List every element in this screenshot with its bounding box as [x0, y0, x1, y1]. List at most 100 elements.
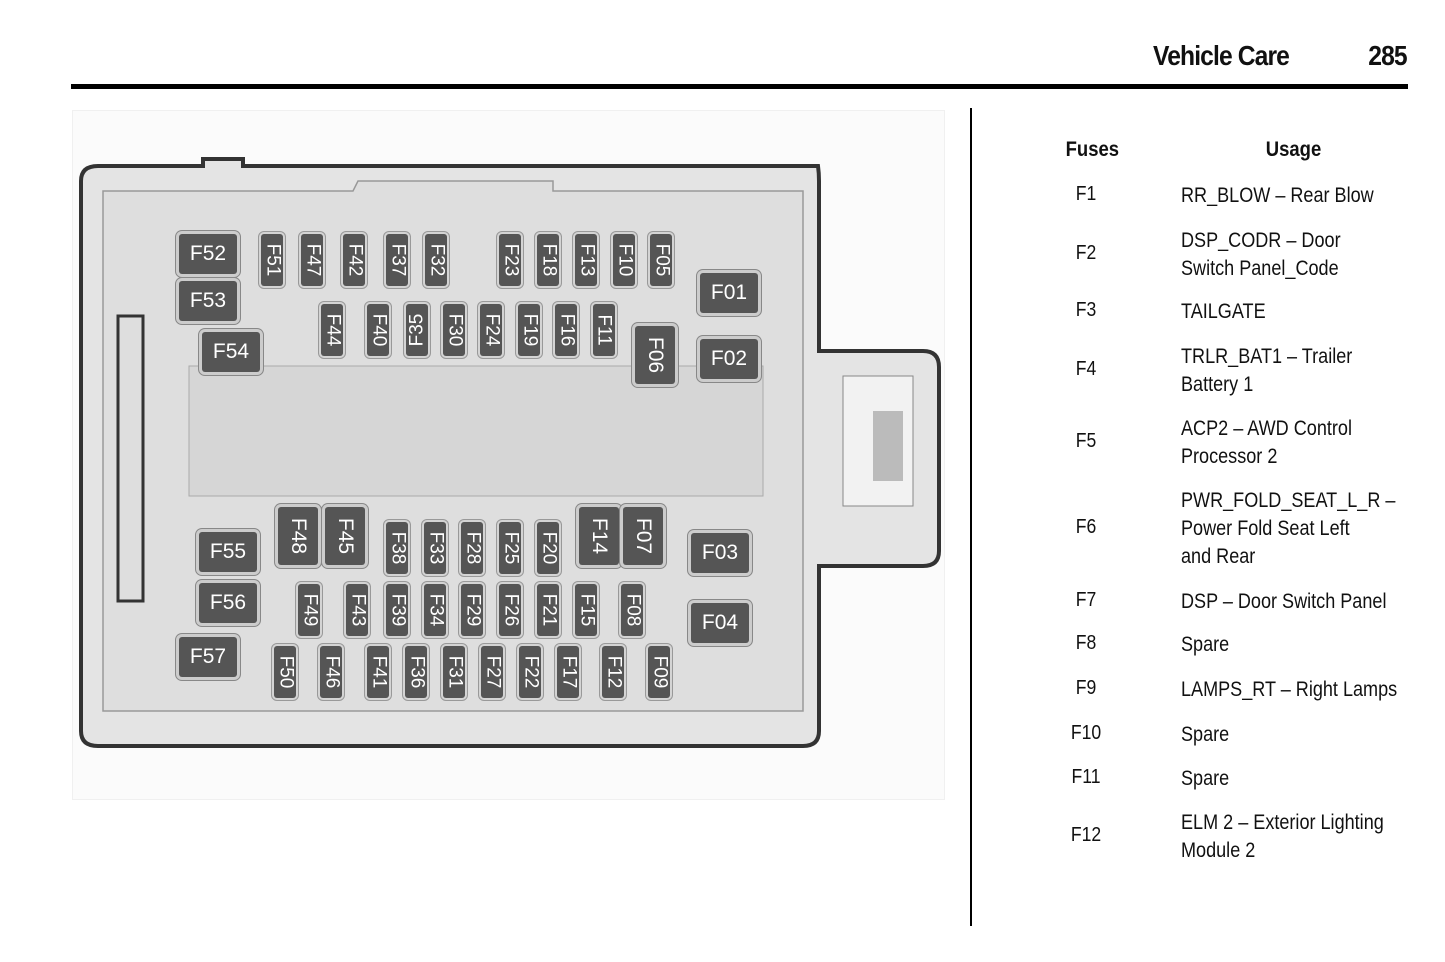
- fuse-f30: F30: [443, 304, 465, 356]
- fuse-f10: F10: [613, 234, 635, 286]
- fuse-f21: F21: [537, 584, 559, 636]
- fuse-f26: F26: [499, 584, 521, 636]
- fuse-label: F55: [209, 540, 247, 563]
- fuse-label: F51: [262, 243, 283, 277]
- fuse-label: F35: [406, 313, 427, 347]
- fuse-f45: F45: [325, 507, 365, 565]
- fuse-label: F44: [322, 313, 343, 347]
- fuse-id: F10: [1070, 722, 1102, 744]
- table-row: F7 DSP – Door Switch Panel: [1040, 588, 1430, 616]
- fuse-f28: F28: [461, 522, 483, 574]
- fuse-label: F37: [387, 243, 408, 277]
- fuse-label: F06: [644, 336, 667, 374]
- table-row: F9 LAMPS_RT – Right Lamps: [1040, 676, 1430, 704]
- fuse-f44: F44: [321, 304, 343, 356]
- fuse-f01: F01: [700, 273, 758, 313]
- fuse-label: F20: [538, 531, 559, 565]
- fuse-usage: LAMPS_RT – Right Lamps: [1181, 678, 1398, 701]
- fuse-f03: F03: [691, 533, 749, 573]
- fuse-label: F11: [594, 314, 615, 346]
- fuse-label: F21: [538, 593, 559, 627]
- fuse-f20: F20: [537, 522, 559, 574]
- fuse-usage: Spare: [1181, 767, 1230, 790]
- fuse-f37: F37: [386, 234, 408, 286]
- fuse-f24: F24: [480, 304, 502, 356]
- fuse-f53: F53: [179, 281, 237, 321]
- fuse-label: F27: [482, 655, 503, 689]
- fuses-column-header: Fuses: [1065, 138, 1120, 161]
- fuse-f08: F08: [621, 584, 643, 636]
- fuse-label: F22: [520, 655, 541, 689]
- fuse-label: F32: [426, 243, 447, 277]
- fuse-f09: F09: [648, 646, 670, 698]
- fuse-f35: F35: [406, 304, 428, 356]
- fuse-f34: F34: [424, 584, 446, 636]
- fuse-id: F8: [1075, 632, 1097, 654]
- fuse-label: F50: [275, 655, 296, 689]
- fuse-f56: F56: [199, 583, 257, 623]
- fuse-f05: F05: [650, 234, 672, 286]
- column-divider: [970, 108, 972, 926]
- fuse-id: F9: [1075, 677, 1097, 699]
- fuse-label: F23: [500, 243, 521, 277]
- header-rule: [71, 84, 1408, 89]
- fuse-f31: F31: [443, 646, 465, 698]
- fuse-f02: F02: [700, 339, 758, 379]
- fuse-f55: F55: [199, 532, 257, 572]
- fuse-label: F14: [588, 517, 611, 555]
- fuse-usage: RR_BLOW – Rear Blow: [1181, 184, 1374, 207]
- fuse-f14: F14: [579, 507, 619, 565]
- fuse-f19: F19: [518, 304, 540, 356]
- fuse-usage: DSP – Door Switch Panel: [1181, 590, 1387, 613]
- fuse-label: F17: [558, 655, 579, 689]
- fuse-f46: F46: [320, 646, 342, 698]
- fuse-label: F19: [519, 313, 540, 347]
- fuse-label: F10: [614, 243, 635, 277]
- fuse-f41: F41: [367, 646, 389, 698]
- fuse-label: F30: [444, 313, 465, 347]
- fuse-label: F28: [462, 531, 483, 565]
- fuse-f49: F49: [298, 584, 320, 636]
- section-title: Vehicle Care: [1153, 40, 1290, 71]
- fuse-f38: F38: [386, 522, 408, 574]
- fuse-id: F7: [1075, 589, 1097, 611]
- fuse-label: F01: [710, 281, 748, 304]
- fuse-f29: F29: [461, 584, 483, 636]
- fuse-f25: F25: [499, 522, 521, 574]
- fuse-f36: F36: [405, 646, 427, 698]
- fuse-label: F45: [334, 517, 357, 555]
- fuse-f17: F17: [557, 646, 579, 698]
- fuse-label: F48: [287, 517, 310, 555]
- fuse-label: F04: [701, 611, 739, 634]
- fuse-block-outline: [79, 157, 941, 748]
- fuse-label: F25: [500, 531, 521, 565]
- fuse-label: F05: [651, 243, 672, 277]
- fuse-f52: F52: [179, 234, 237, 274]
- fuse-label: F09: [649, 655, 670, 689]
- fuse-f16: F16: [555, 304, 577, 356]
- fuse-f33: F33: [424, 522, 446, 574]
- fuse-label: F02: [710, 347, 748, 370]
- fuse-label: F15: [576, 593, 597, 627]
- fuse-f27: F27: [481, 646, 503, 698]
- fuse-f48: F48: [278, 507, 318, 565]
- fuse-id: F6: [1075, 516, 1097, 538]
- fuse-label: F31: [444, 655, 465, 689]
- usage-column-header: Usage: [1265, 138, 1322, 161]
- fuse-f43: F43: [346, 584, 368, 636]
- fuse-id: F3: [1075, 299, 1097, 321]
- fuse-label: F47: [302, 243, 323, 277]
- fuse-label: F16: [556, 313, 577, 347]
- fuse-label: F41: [368, 655, 389, 689]
- fuse-f57: F57: [179, 637, 237, 677]
